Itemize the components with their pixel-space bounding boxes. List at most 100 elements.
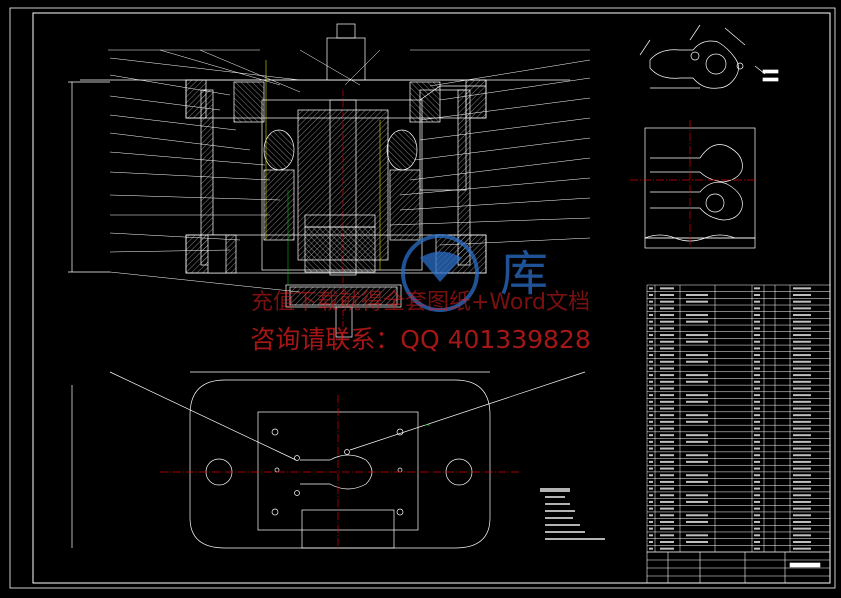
bom-cell-mark — [660, 487, 674, 490]
bom-cell-mark — [660, 440, 674, 443]
bom-cell-mark — [660, 407, 674, 410]
bom-cell-mark — [660, 320, 674, 323]
bom-cell-mark — [649, 440, 653, 443]
leader-lines-left — [108, 49, 301, 293]
bom-cell-mark — [660, 500, 674, 503]
bom-cell-mark — [660, 374, 674, 377]
bom-cell-mark — [754, 347, 760, 350]
bom-cell-mark — [660, 514, 674, 517]
bom-cell-mark — [649, 494, 653, 497]
bom-cell-mark — [660, 454, 674, 457]
bom-cell-mark — [793, 380, 811, 383]
bom-cell-mark — [649, 300, 653, 303]
bom-cell-mark — [754, 494, 760, 497]
bom-cell-mark — [660, 474, 674, 477]
bom-cell-mark — [649, 427, 653, 430]
bom-cell-mark — [686, 394, 708, 397]
bom-cell-mark — [754, 300, 760, 303]
watermark-logo: 库 — [401, 234, 548, 312]
watermark-line-2: 咨询请联系：QQ 401339828 — [250, 325, 591, 354]
bom-cell-mark — [754, 514, 760, 517]
bom-cell-mark — [649, 534, 653, 537]
bom-cell-mark — [649, 520, 653, 523]
bom-cell-mark — [754, 454, 760, 457]
bom-cell-mark — [649, 334, 653, 337]
bom-cell-mark — [793, 414, 811, 417]
bom-cell-mark — [649, 367, 653, 370]
bom-cell-mark — [793, 467, 811, 470]
bom-cell-mark — [686, 320, 708, 323]
bom-cell-mark — [649, 354, 653, 357]
leader-lines-right — [299, 49, 591, 246]
bom-cell-mark — [660, 387, 674, 390]
bom-cell-mark — [754, 427, 760, 430]
bom-cell-mark — [660, 367, 674, 370]
bom-cell-mark — [754, 507, 760, 510]
plan-view — [71, 371, 586, 550]
bom-cell-mark — [754, 380, 760, 383]
bom-cell-mark — [686, 514, 708, 517]
bom-cell-mark — [660, 394, 674, 397]
bom-cell-mark — [754, 307, 760, 310]
bom-cell-mark — [660, 480, 674, 483]
bom-cell-mark — [660, 520, 674, 523]
bom-cell-mark — [686, 454, 708, 457]
bom-cell-mark — [660, 494, 674, 497]
bom-cell-mark — [754, 294, 760, 297]
bom-cell-mark — [660, 460, 674, 463]
bom-cell-mark — [793, 400, 811, 403]
bom-cell-mark — [649, 347, 653, 350]
bom-cell-mark — [686, 334, 708, 337]
bom-cell-mark — [793, 447, 811, 450]
bom-table — [646, 284, 831, 553]
bom-cell-mark — [793, 347, 811, 350]
bom-cell-mark — [649, 407, 653, 410]
bom-cell-mark — [686, 374, 708, 377]
bom-cell-mark — [754, 420, 760, 423]
bom-cell-mark — [649, 500, 653, 503]
bom-cell-mark — [649, 540, 653, 543]
bom-cell-mark — [793, 460, 811, 463]
bom-cell-mark — [649, 467, 653, 470]
bom-cell-mark — [793, 454, 811, 457]
front-section-view — [68, 23, 570, 340]
bom-cell-mark — [793, 534, 811, 537]
bom-cell-mark — [686, 354, 708, 357]
bom-cell-mark — [754, 400, 760, 403]
bom-cell-mark — [754, 407, 760, 410]
bom-cell-mark — [793, 394, 811, 397]
bom-cell-mark — [793, 480, 811, 483]
bom-cell-mark — [754, 414, 760, 417]
bom-cell-mark — [793, 340, 811, 343]
technical-notes — [540, 488, 605, 540]
bom-cell-mark — [660, 294, 674, 297]
bom-cell-mark — [754, 487, 760, 490]
bom-cell-mark — [686, 440, 708, 443]
bom-cell-mark — [793, 514, 811, 517]
outer-border — [9, 7, 836, 589]
bom-cell-mark — [754, 460, 760, 463]
bom-cell-mark — [686, 460, 708, 463]
bom-cell-mark — [686, 480, 708, 483]
bom-cell-mark — [660, 300, 674, 303]
bom-cell-mark — [793, 474, 811, 477]
bom-cell-mark — [686, 540, 708, 543]
bom-cell-mark — [754, 540, 760, 543]
bom-cell-mark — [649, 374, 653, 377]
bom-cell-mark — [686, 534, 708, 537]
bom-cell-mark — [649, 340, 653, 343]
bom-cell-mark — [754, 360, 760, 363]
bom-cell-mark — [793, 294, 811, 297]
bom-cell-mark — [793, 500, 811, 503]
bom-cell-mark — [649, 327, 653, 330]
bom-cell-mark — [649, 460, 653, 463]
bom-cell-mark — [686, 380, 708, 383]
bom-cell-mark — [649, 414, 653, 417]
bom-cell-mark — [793, 494, 811, 497]
bom-cell-mark — [793, 387, 811, 390]
bom-cell-mark — [793, 300, 811, 303]
bom-cell-mark — [793, 374, 811, 377]
bom-cell-mark — [660, 447, 674, 450]
bom-cell-mark — [793, 360, 811, 363]
